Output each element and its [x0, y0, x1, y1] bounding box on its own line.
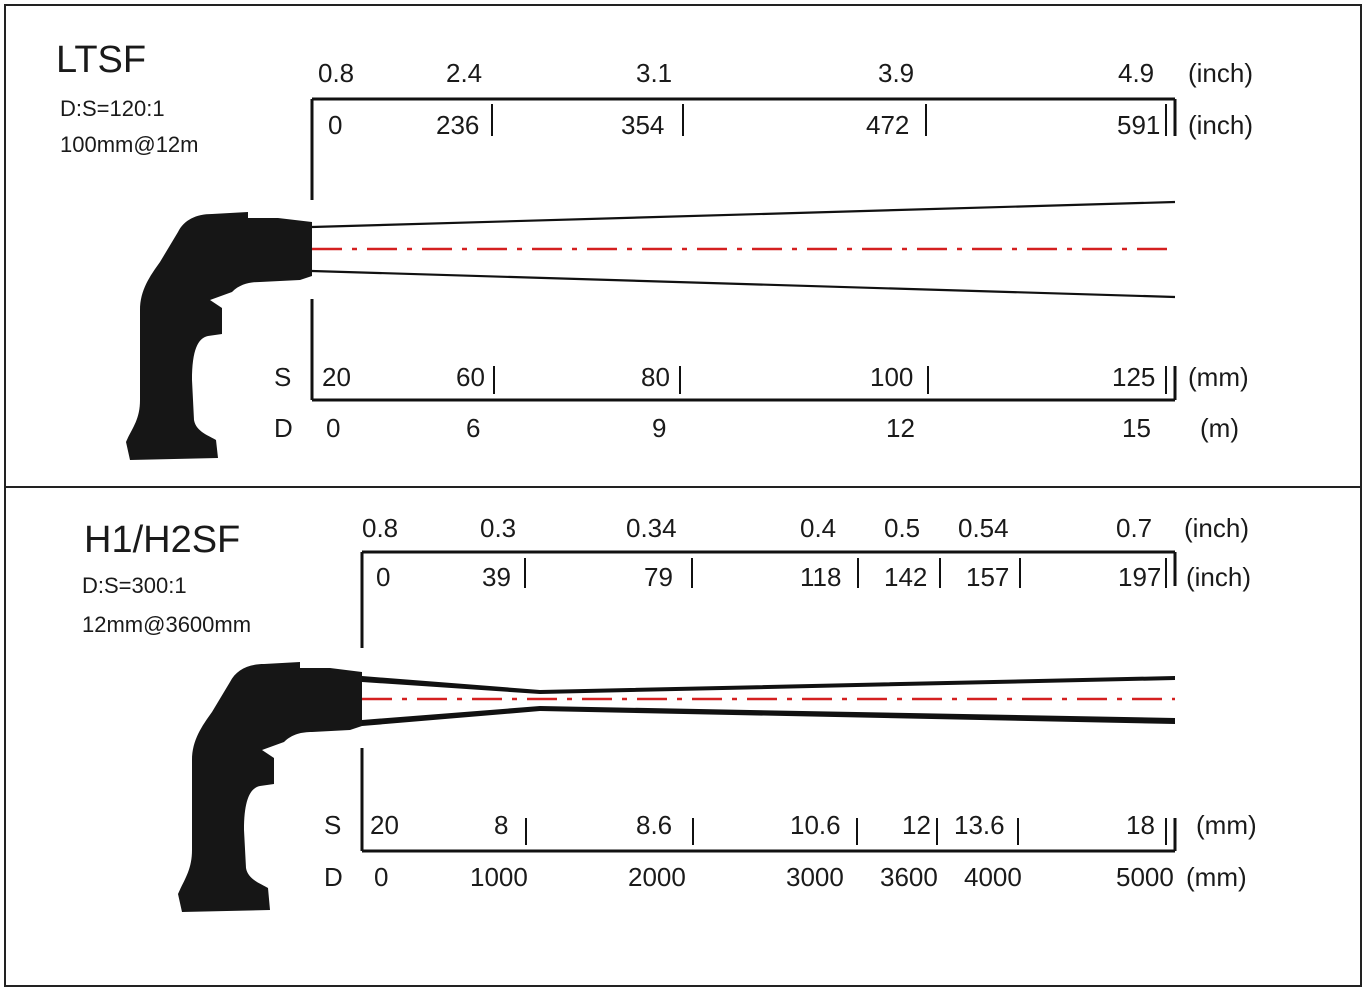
unit-label: (mm): [1186, 862, 1247, 892]
model-title: LTSF: [56, 39, 146, 81]
panel-h1h2sf: H1/H2SF D:S=300:1 12mm@3600mm 0.8 0.3 0.…: [82, 513, 1257, 912]
unit-label: (m): [1200, 413, 1239, 443]
tick-label: 80: [641, 362, 670, 392]
tick-label: 0.3: [480, 513, 516, 543]
tick-label: 4000: [964, 862, 1022, 892]
panel-ltsf: LTSF D:S=120:1 100mm@12m 0.8 2.4 3.1 3.9…: [56, 39, 1253, 460]
tick-label: 3.9: [878, 58, 914, 88]
beam-lower-edge: [311, 269, 1176, 299]
tick-label: 12: [886, 413, 915, 443]
row-letter: S: [324, 810, 341, 840]
tick-label: 0: [376, 562, 390, 592]
thermometer-icon: [178, 662, 362, 912]
distance-inch-row: 0 39 79 118 142 157 197 (inch): [376, 562, 1251, 592]
tick-label: 39: [482, 562, 511, 592]
tick-label: 0.8: [362, 513, 398, 543]
measurement-beam: [362, 676, 1175, 726]
spot-inch-row: 0.8 2.4 3.1 3.9 4.9 (inch): [318, 58, 1253, 88]
tick-label: 3600: [880, 862, 938, 892]
tick-label: 0.8: [318, 58, 354, 88]
unit-label: (mm): [1196, 810, 1257, 840]
tick-label: 20: [322, 362, 351, 392]
tick-label: 0.34: [626, 513, 677, 543]
tick-label: 2.4: [446, 58, 482, 88]
tick-label: 9: [652, 413, 666, 443]
top-bracket: [360, 550, 1177, 648]
tick-label: 3.1: [636, 58, 672, 88]
tick-label: 100: [870, 362, 913, 392]
tick-label: 472: [866, 110, 909, 140]
unit-label: (inch): [1188, 110, 1253, 140]
tick-label: 0.7: [1116, 513, 1152, 543]
distance-inch-row: 0 236 354 472 591 (inch): [328, 110, 1253, 140]
tick-label: 18: [1126, 810, 1155, 840]
thermometer-icon: [126, 212, 312, 460]
tick-label: 0.5: [884, 513, 920, 543]
tick-label: 10.6: [790, 810, 841, 840]
spot-at-label: 100mm@12m: [60, 132, 199, 157]
top-bracket: [310, 97, 1177, 200]
tick-label: 0: [374, 862, 388, 892]
tick-label: 197: [1118, 562, 1161, 592]
unit-label: (inch): [1186, 562, 1251, 592]
spot-mm-row: S 20 60 80 100 125 (mm): [274, 362, 1249, 392]
beam-upper-edge: [311, 200, 1176, 229]
tick-label: 15: [1122, 413, 1151, 443]
diagram-frame: [4, 4, 1362, 987]
distance-m-row: D 0 6 9 12 15 (m): [274, 413, 1239, 443]
tick-label: 591: [1117, 110, 1160, 140]
tick-label: 4.9: [1118, 58, 1154, 88]
spot-at-label: 12mm@3600mm: [82, 612, 251, 637]
unit-label: (mm): [1188, 362, 1249, 392]
tick-label: 8: [494, 810, 508, 840]
bottom-bracket: [360, 748, 1177, 853]
panel-divider: [4, 486, 1362, 488]
tick-label: 125: [1112, 362, 1155, 392]
tick-label: 13.6: [954, 810, 1005, 840]
row-letter: S: [274, 362, 291, 392]
distance-mm-row: D 0 1000 2000 3000 3600 4000 5000 (mm): [324, 862, 1247, 892]
tick-label: 142: [884, 562, 927, 592]
spot-inch-row: 0.8 0.3 0.34 0.4 0.5 0.54 0.7 (inch): [362, 513, 1249, 543]
tick-label: 3000: [786, 862, 844, 892]
tick-label: 354: [621, 110, 664, 140]
tick-label: 6: [466, 413, 480, 443]
bottom-bracket: [310, 299, 1177, 402]
tick-label: 5000: [1116, 862, 1174, 892]
beam-lower-edge: [362, 706, 1175, 726]
tick-label: 8.6: [636, 810, 672, 840]
tick-label: 0: [328, 110, 342, 140]
spot-mm-row: S 20 8 8.6 10.6 12 13.6 18 (mm): [324, 810, 1257, 840]
tick-label: 2000: [628, 862, 686, 892]
tick-label: 20: [370, 810, 399, 840]
tick-label: 60: [456, 362, 485, 392]
tick-label: 0.4: [800, 513, 836, 543]
unit-label: (inch): [1184, 513, 1249, 543]
row-letter: D: [274, 413, 293, 443]
tick-label: 12: [902, 810, 931, 840]
tick-label: 236: [436, 110, 479, 140]
tick-label: 79: [644, 562, 673, 592]
tick-label: 0.54: [958, 513, 1009, 543]
model-title: H1/H2SF: [84, 519, 240, 561]
ratio-label: D:S=120:1: [60, 96, 165, 121]
beam-upper-edge: [362, 676, 1175, 694]
tick-label: 118: [800, 562, 841, 592]
row-letter: D: [324, 862, 343, 892]
tick-label: 1000: [470, 862, 528, 892]
unit-label: (inch): [1188, 58, 1253, 88]
tick-label: 0: [326, 413, 340, 443]
tick-label: 157: [966, 562, 1009, 592]
ratio-label: D:S=300:1: [82, 573, 187, 598]
measurement-beam: [311, 200, 1176, 299]
